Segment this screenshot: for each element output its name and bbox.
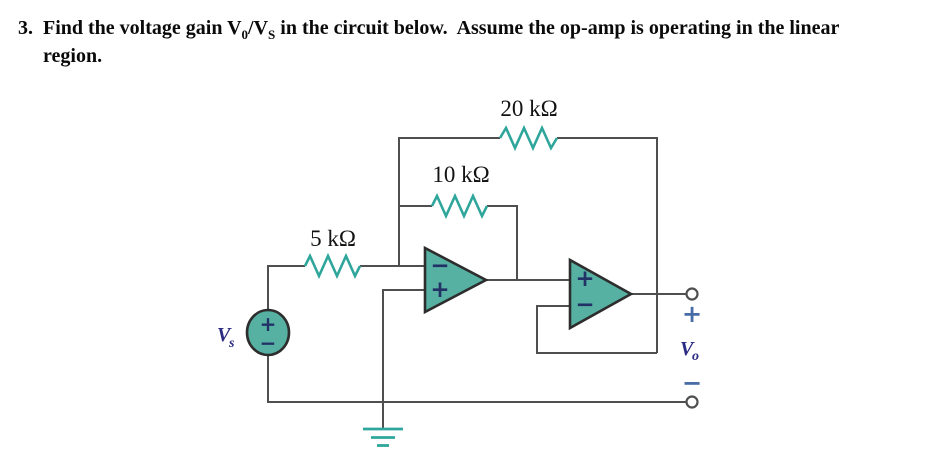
opamp-1-inverting-sign: −: [430, 253, 449, 279]
resistor-5k-zigzag: [303, 252, 362, 280]
output-terminal-minus: [685, 395, 699, 409]
problem-statement: 3. Find the voltage gain V0/VS in the ci…: [18, 14, 913, 70]
source-vs-minus-sign: −: [260, 331, 277, 355]
wire-opamp1-noninverting-to-ground: [382, 289, 425, 429]
resistor-10k-zigzag: [430, 192, 489, 220]
problem-number: 3.: [18, 17, 33, 39]
resistor-20k-zigzag: [498, 124, 559, 152]
output-vo-label-subscript: o: [692, 349, 699, 364]
output-minus-sign: −: [682, 369, 702, 397]
output-plus-sign: +: [682, 300, 702, 328]
wire-opamp2-feedback: [536, 305, 657, 354]
problem-text: Find the voltage gain V0/VS in the circu…: [43, 14, 898, 70]
wire-10k-right-stub: [487, 205, 518, 280]
source-vs-plus-sign: +: [260, 312, 277, 336]
resistor-20k-label: 20 kΩ: [500, 96, 557, 121]
ground-icon: [363, 427, 403, 447]
source-vs-body: [245, 308, 291, 357]
opamp-1-noninverting-sign: +: [430, 277, 449, 303]
opamp-2-inverting-sign: −: [575, 292, 594, 318]
problem-text-part1: Find the voltage gain V: [43, 17, 242, 39]
source-vs-label: V: [217, 324, 232, 346]
source-vs-label-subscript: s: [228, 336, 235, 351]
wire-source-to-5k: [267, 265, 305, 311]
resistor-10k-label: 10 kΩ: [432, 162, 489, 187]
resistor-5k-label: 5 kΩ: [310, 226, 356, 251]
problem-text-part3: in the circuit below. Assume the op-amp …: [43, 17, 840, 67]
vs-subscript: S: [268, 27, 276, 42]
problem-text-part2: /V: [248, 17, 269, 39]
opamp-2-body: [568, 257, 634, 331]
wire-bottom-rail: [267, 354, 686, 403]
opamp-2-noninverting-sign: +: [575, 266, 594, 292]
opamp-1-body: [423, 245, 489, 315]
output-terminal-plus: [685, 287, 699, 301]
vo-subscript: 0: [241, 27, 249, 42]
output-vo-label: V: [680, 338, 695, 360]
